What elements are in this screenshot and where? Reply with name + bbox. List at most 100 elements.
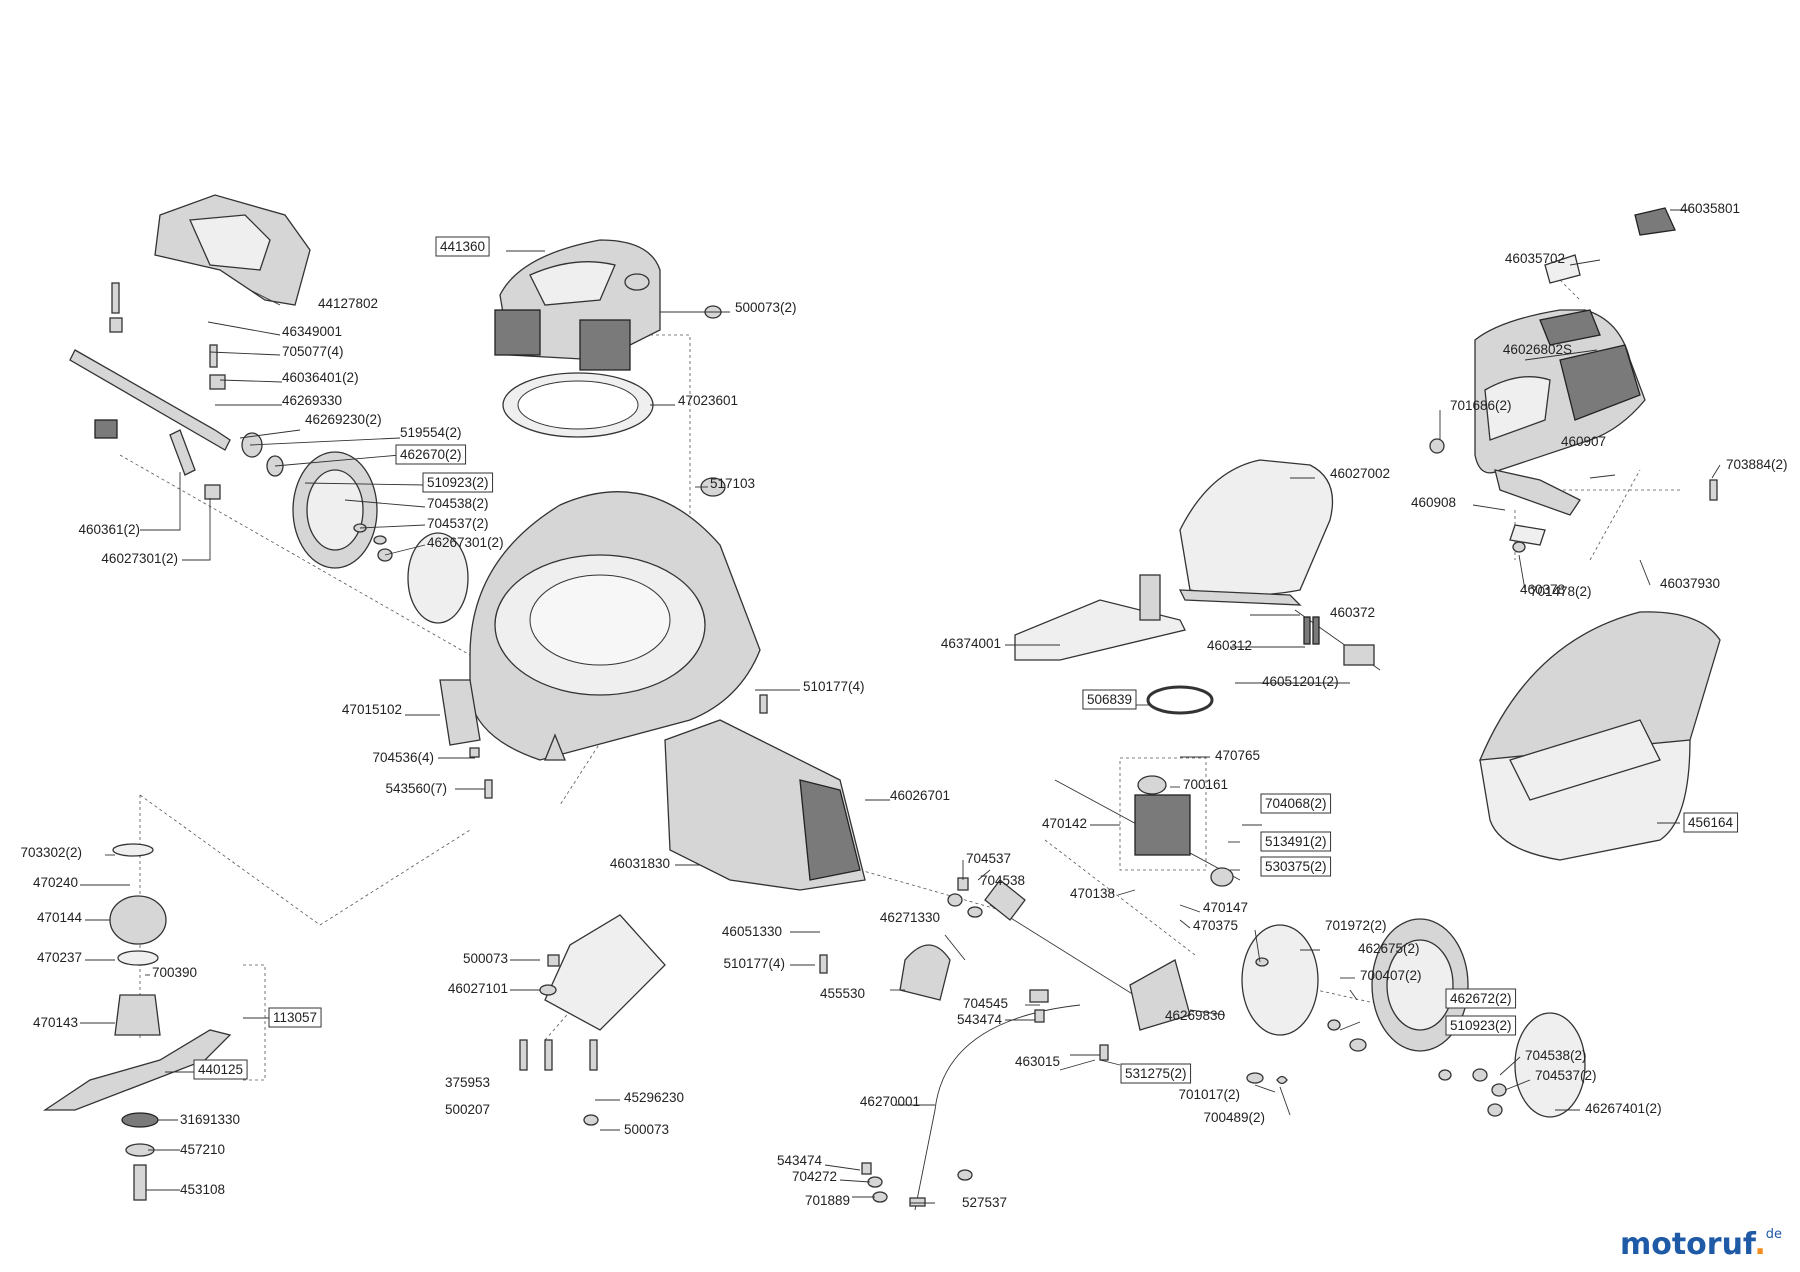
part-number-label: 470237: [37, 950, 82, 965]
part-number-label: 500207: [445, 1102, 490, 1117]
leader-lines: [80, 209, 1721, 1204]
part-number-label: 45296230: [624, 1090, 684, 1105]
part-number-label: 470147: [1203, 900, 1248, 915]
watermark: motoruf.de: [1620, 1227, 1782, 1262]
part-number-label: 44127802: [318, 296, 378, 311]
blade-adapter: [109, 843, 167, 1036]
part-number-label: 700161: [1183, 777, 1228, 792]
part-number-label: 46269830: [1165, 1008, 1225, 1023]
part-number-label: 470142: [1042, 816, 1087, 831]
part-number-label: 517103: [710, 476, 755, 491]
rear-axle: [899, 879, 1191, 1031]
part-number-label: 46374001: [941, 636, 1001, 651]
part-number-label: 460361(2): [78, 522, 140, 537]
part-number-label: 701478(2): [1530, 584, 1592, 599]
part-number-label: 704537: [966, 851, 1011, 866]
part-number-label: 46035801: [1680, 201, 1740, 216]
part-number-label: 453108: [180, 1182, 225, 1197]
part-number-box: [268, 1007, 322, 1028]
watermark-main: motoruf: [1619, 1227, 1755, 1262]
part-number-label: 470144: [37, 910, 83, 925]
mulch-key-parts: [1303, 616, 1375, 666]
part-number-label: 700390: [152, 965, 197, 980]
part-number-label: 543560(7): [385, 781, 447, 796]
part-number-label: 704068(2): [1265, 796, 1327, 811]
part-number-label: 460372: [1330, 605, 1375, 620]
part-number-label: 46269230(2): [305, 412, 382, 427]
part-number-label: 470765: [1215, 748, 1260, 763]
part-number-label: 700489(2): [1203, 1110, 1265, 1125]
part-number-label: 441360: [440, 239, 485, 254]
grass-bag-top: [1474, 309, 1646, 546]
part-number-label: 704272: [792, 1169, 837, 1184]
part-number-label: 46026701: [890, 788, 950, 803]
part-number-label: 463015: [1015, 1054, 1060, 1069]
part-number-label: 519554(2): [400, 425, 462, 440]
rear-cover: [154, 194, 311, 306]
part-number-label: 46051330: [722, 924, 782, 939]
part-number-label: 460908: [1411, 495, 1456, 510]
engine: [494, 239, 661, 371]
part-number-label: 460378: [1520, 582, 1565, 597]
height-adjust-lever: [69, 349, 231, 476]
part-number-label: 513491(2): [1265, 834, 1327, 849]
part-number-label: 704538(2): [427, 496, 489, 511]
part-number-label: 704545: [963, 996, 1008, 1011]
part-number-box: [1260, 793, 1332, 814]
part-number-label: 46026802S: [1503, 342, 1572, 357]
part-number-label: 506839: [1087, 692, 1132, 707]
part-number-label: 531275(2): [1125, 1066, 1187, 1081]
part-number-label: 500073: [624, 1122, 669, 1137]
part-number-label: 462675(2): [1358, 941, 1420, 956]
part-number-label: 375953: [445, 1075, 490, 1090]
mower-deck: [439, 491, 761, 761]
part-number-label: 46051201(2): [1262, 674, 1339, 689]
rear-drive-gear-cover: [1241, 924, 1319, 1036]
part-number-label: 113057: [273, 1010, 317, 1025]
part-number-label: 701017(2): [1178, 1087, 1240, 1102]
part-number-box: [1260, 831, 1332, 852]
part-number-label: 462672(2): [1450, 991, 1512, 1006]
part-number-label: 704536(4): [372, 750, 434, 765]
part-number-label: 701686(2): [1450, 398, 1512, 413]
part-number-label: 457210: [180, 1142, 225, 1157]
part-number-box: [435, 236, 490, 257]
part-number-label: 46031830: [610, 856, 670, 871]
part-number-label: 701889: [805, 1193, 850, 1208]
grass-bag-lid-parts: [1544, 207, 1676, 284]
rear-flap: [1178, 459, 1381, 671]
part-number-label: 470240: [33, 875, 78, 890]
part-number-label: 470143: [33, 1015, 78, 1030]
part-labels: 4413604412780246349001705077(4)46036401(…: [20, 201, 1787, 1210]
part-number-label: 46269330: [282, 393, 342, 408]
part-number-box: [1445, 988, 1517, 1009]
part-number-label: 440125: [198, 1062, 243, 1077]
part-number-label: 46270001: [860, 1094, 920, 1109]
front-left-wheel: [292, 451, 469, 624]
part-number-label: 46267401(2): [1585, 1101, 1662, 1116]
watermark-dot: .: [1754, 1227, 1766, 1262]
part-number-box: [1120, 1063, 1192, 1084]
rear-guard-housing: [664, 719, 866, 891]
part-number-label: 46027101: [448, 981, 508, 996]
watermark-tld: de: [1765, 1227, 1782, 1242]
part-number-label: 46035702: [1505, 251, 1565, 266]
part-number-label: 46027301(2): [101, 551, 178, 566]
part-number-label: 46037930: [1660, 576, 1720, 591]
part-number-label: 46349001: [282, 324, 342, 339]
part-number-label: 543474: [777, 1153, 823, 1168]
grass-bag-body: [1478, 611, 1721, 861]
part-number-label: 46271330: [880, 910, 940, 925]
part-number-label: 527537: [962, 1195, 1007, 1210]
part-number-label: 456164: [1688, 815, 1734, 830]
part-number-box: [193, 1059, 248, 1080]
gearbox: [1054, 775, 1241, 887]
part-number-label: 470138: [1070, 886, 1115, 901]
part-number-label: 704538(2): [1525, 1048, 1587, 1063]
handle: [914, 1004, 1081, 1211]
part-number-label: 510923(2): [1450, 1018, 1512, 1033]
part-number-label: 46027002: [1330, 466, 1390, 481]
part-number-label: 46036401(2): [282, 370, 359, 385]
part-number-label: 460907: [1561, 434, 1606, 449]
